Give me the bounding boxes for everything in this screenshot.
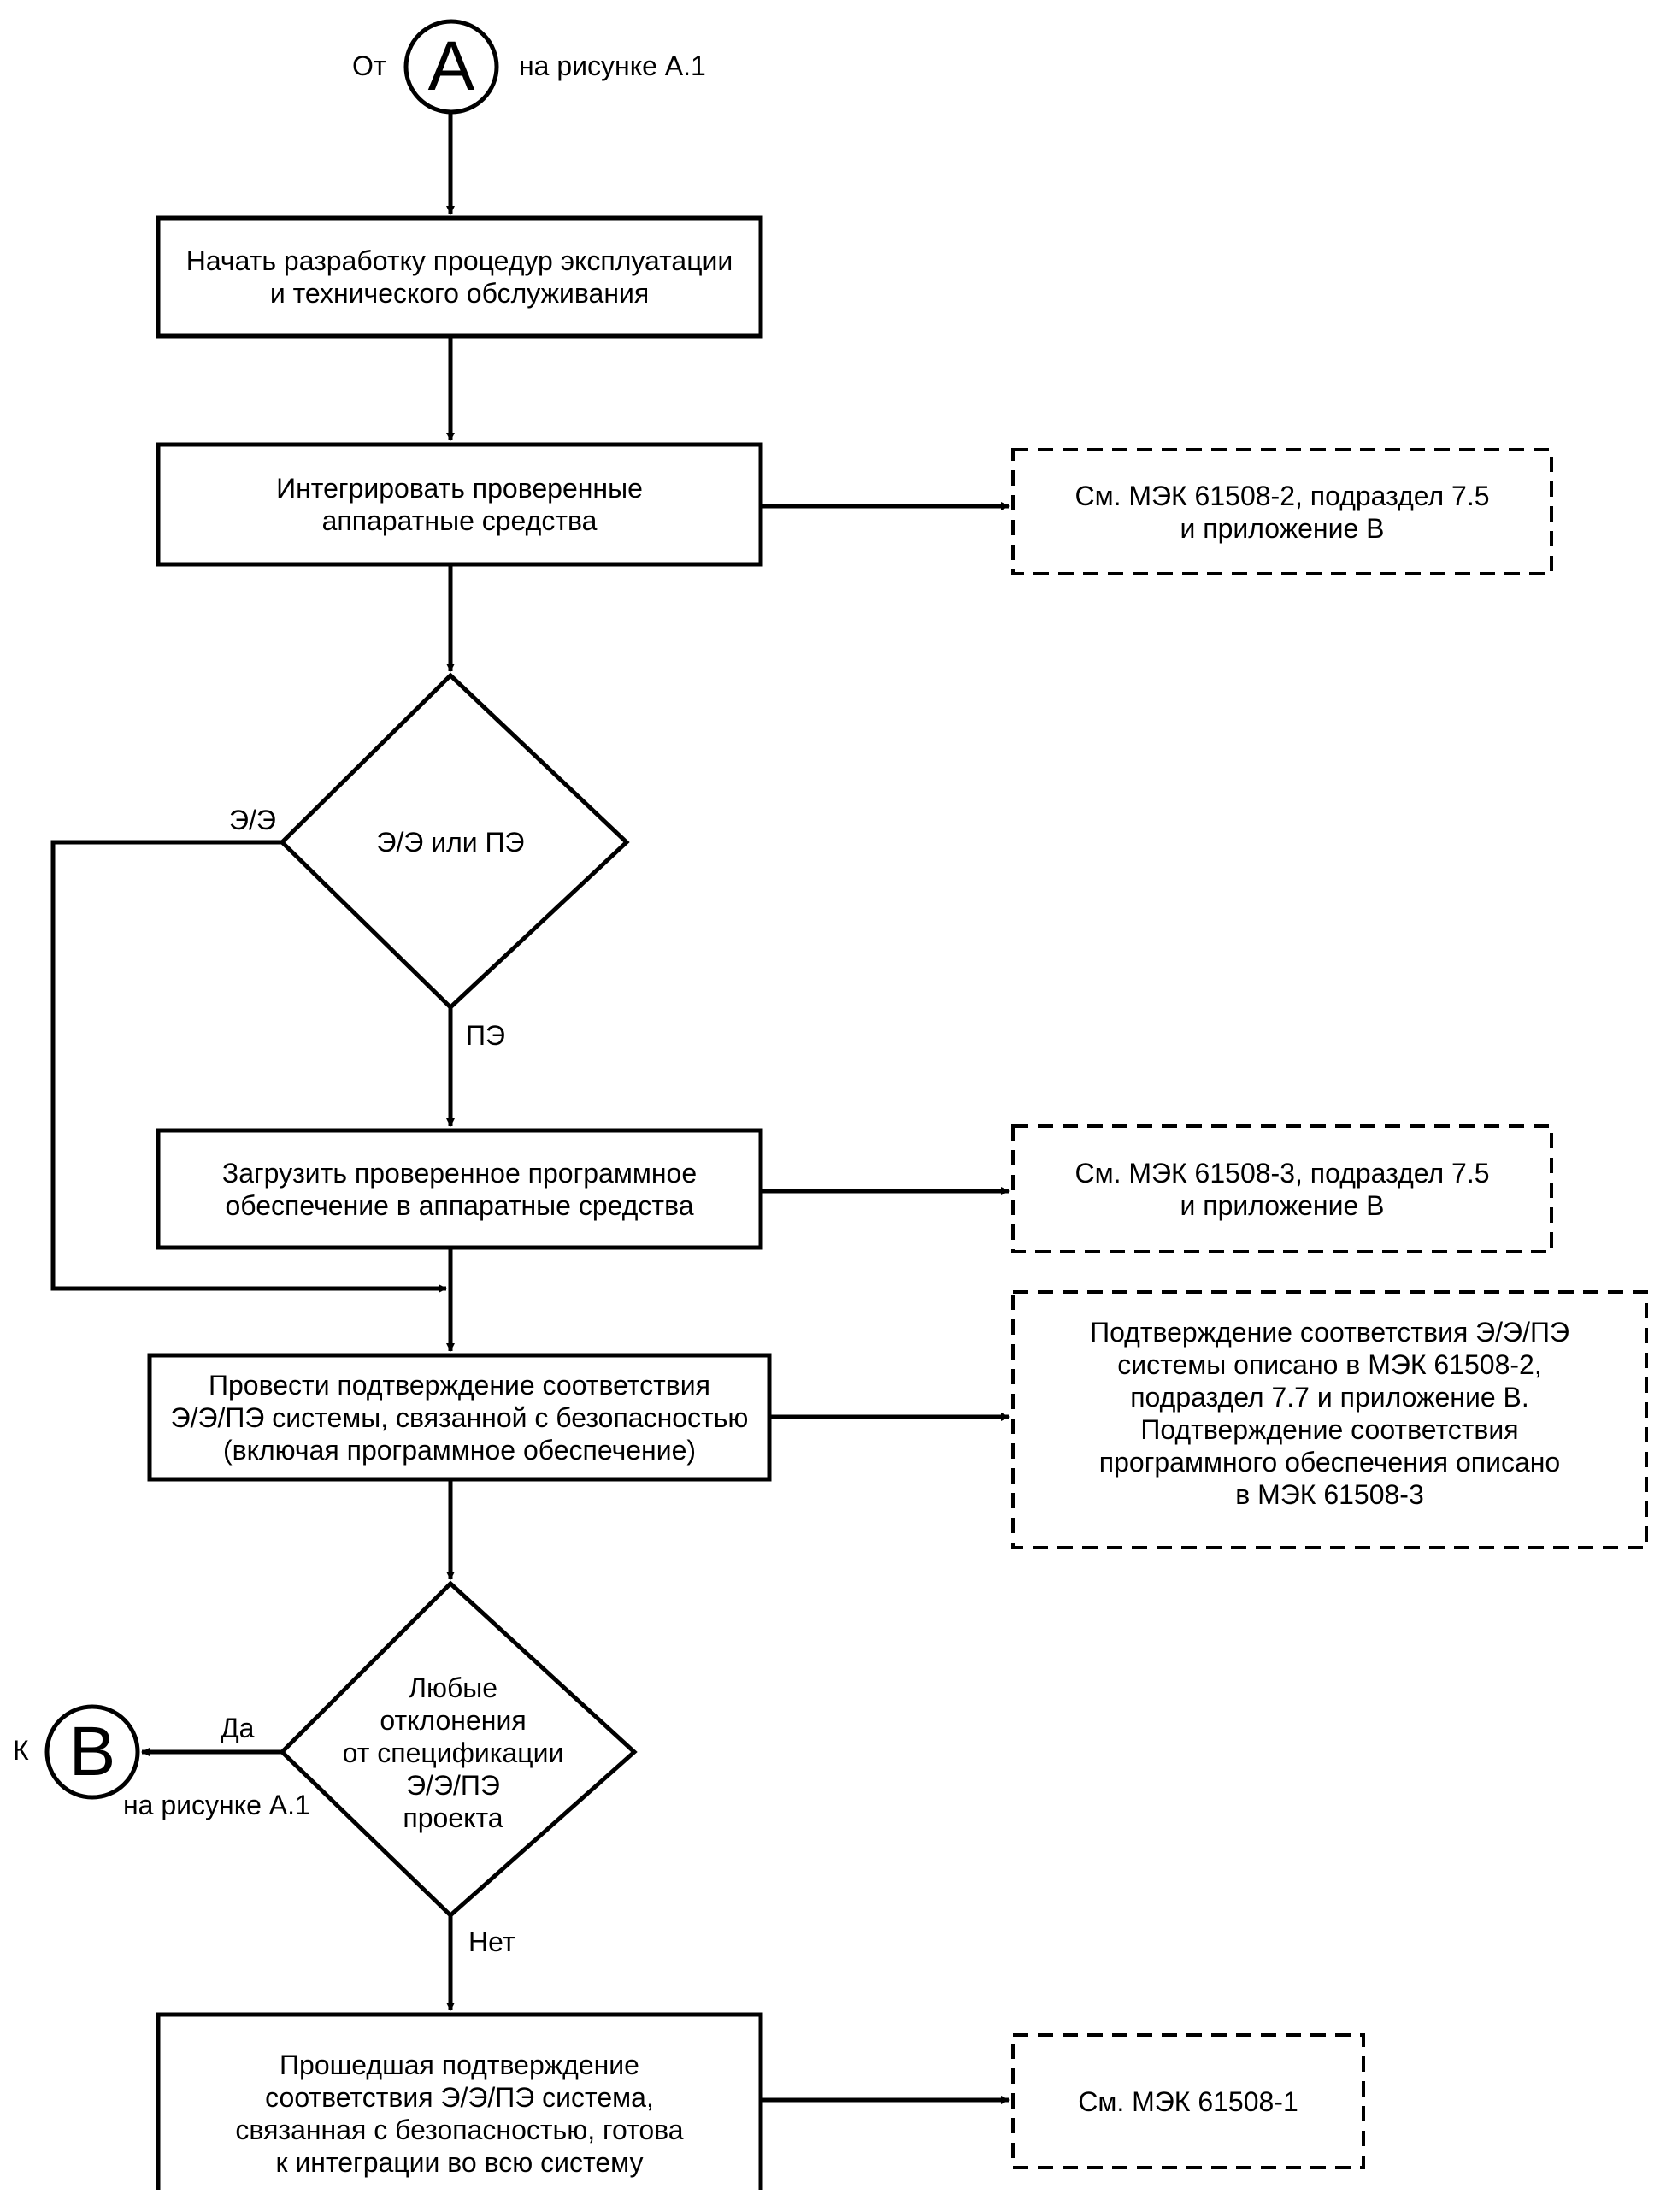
connector-b-prefix: К	[13, 1735, 29, 1766]
ref-validation: Подтверждение соответствия Э/Э/ПЭ систем…	[1013, 1292, 1646, 1548]
connector-a-prefix: От	[352, 50, 386, 81]
deviations-question: Любые отклонения от спецификации Э/Э/ПЭ …	[342, 1672, 564, 1833]
validate-step: Провести подтверждение соответствия Э/Э/…	[150, 1355, 769, 1479]
connector-a-suffix: на рисунке А.1	[519, 50, 706, 81]
ref-sw-text: См. МЭК 61508-3, подраздел 7.5 и приложе…	[1074, 1157, 1490, 1221]
ref-system-text: См. МЭК 61508-1	[1078, 2085, 1298, 2117]
start-step: Начать разработку процедур эксплуатации …	[158, 218, 761, 336]
integrate-hw-step-text: Интегрировать проверенные аппаратные сре…	[276, 473, 643, 536]
validate-step-text: Провести подтверждение соответствия Э/Э/…	[170, 1369, 749, 1466]
start-step-text: Начать разработку процедур эксплуатации …	[185, 245, 733, 309]
ready-step: Прошедшая подтверждение соответствия Э/Э…	[158, 2014, 761, 2212]
ref-system-box-outline	[1011, 2033, 1365, 2169]
branch-ee-label: Э/Э	[229, 805, 276, 835]
branch-yes-label: Да	[221, 1713, 255, 1743]
ready-step-text: Прошедшая подтверждение соответствия Э/Э…	[235, 2049, 684, 2178]
connector-b-circle	[44, 1704, 140, 1800]
load-sw-step: Загрузить проверенное программное обеспе…	[158, 1130, 761, 1248]
ref-sw-box-outline	[1011, 1124, 1553, 1253]
deviations-decision: Любые отклонения от спецификации Э/Э/ПЭ …	[325, 1667, 581, 1838]
integrate-hw-step: Интегрировать проверенные аппаратные сре…	[158, 445, 761, 564]
ref-hw-text: См. МЭК 61508-2, подраздел 7.5 и приложе…	[1074, 480, 1490, 544]
start-box-outline	[156, 215, 763, 339]
branch-no-label: Нет	[468, 1926, 515, 1957]
technology-question: Э/Э или ПЭ	[376, 827, 525, 858]
ref-system: См. МЭК 61508-1	[1013, 2035, 1363, 2168]
technology-decision: Э/Э или ПЭ	[316, 817, 585, 868]
branch-pe-label: ПЭ	[466, 1020, 505, 1051]
ready-box-outline	[156, 2012, 763, 2190]
load-sw-step-text: Загрузить проверенное программное обеспе…	[221, 1157, 698, 1221]
ref-validation-text: Подтверждение соответствия Э/Э/ПЭ систем…	[1090, 1317, 1569, 1510]
ref-validation-box-outline	[1011, 1290, 1648, 1549]
ref-hw: См. МЭК 61508-2, подраздел 7.5 и приложе…	[1013, 450, 1551, 574]
ref-sw: См. МЭК 61508-3, подраздел 7.5 и приложе…	[1013, 1126, 1551, 1252]
connector-a-letter: A	[427, 27, 475, 105]
ref-hw-box-outline	[1011, 448, 1553, 575]
connector-b-suffix: на рисунке А.1	[123, 1790, 310, 1820]
arrow-ee-bypass	[50, 840, 447, 1293]
connector-b-letter: В	[68, 1713, 116, 1790]
